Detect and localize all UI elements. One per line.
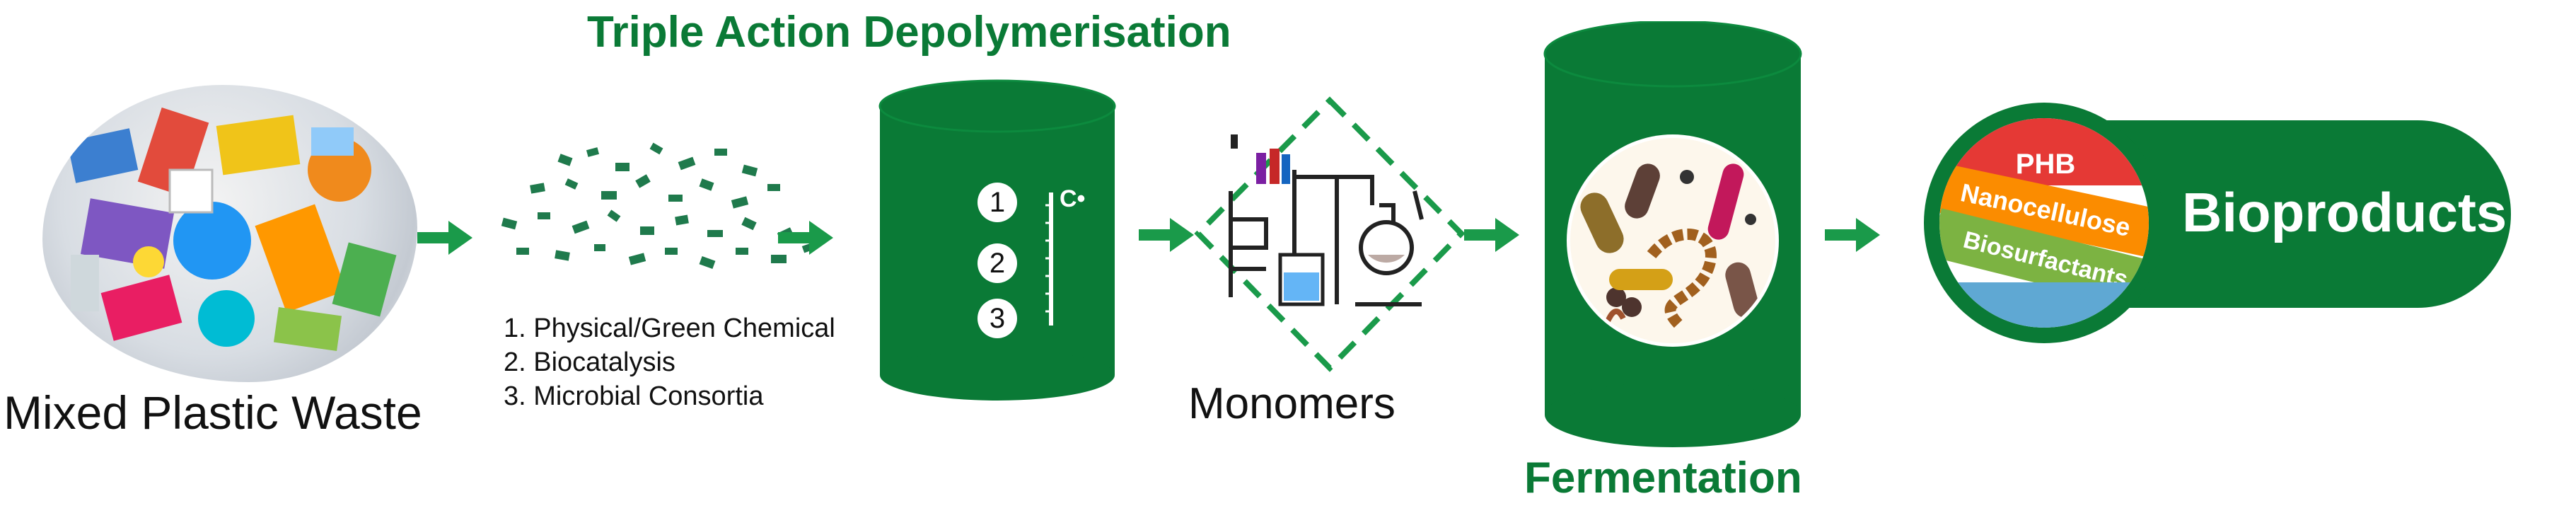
reactor-cylinder bbox=[878, 79, 1116, 401]
layer-base bbox=[1939, 282, 2149, 328]
reactor-number-2: 2 bbox=[989, 248, 1006, 279]
layer-phb-label: PHB bbox=[2015, 149, 2076, 180]
label-monomers: Monomers bbox=[1188, 379, 1396, 428]
label-mixed-plastic-waste: Mixed Plastic Waste bbox=[4, 386, 422, 439]
diagram-title: Triple Action Depolymerisation bbox=[587, 8, 1231, 57]
carbon-marker: C• bbox=[1060, 185, 1086, 212]
label-fermentation: Fermentation bbox=[1524, 454, 1802, 502]
arrow-right-icon bbox=[1139, 218, 1194, 252]
plastic-waste-collage bbox=[66, 107, 397, 352]
bacteria-icon bbox=[1570, 138, 1775, 343]
step-2: 2. Biocatalysis bbox=[504, 347, 675, 377]
arrow-right-icon bbox=[778, 221, 833, 255]
depolymerisation-steps: 1. Physical/Green Chemical 2. Biocatalys… bbox=[504, 311, 835, 413]
lab-equipment-icon bbox=[1194, 96, 1466, 372]
reactor-number-1: 1 bbox=[989, 187, 1006, 218]
arrow-right-icon bbox=[1825, 218, 1880, 252]
step-3: 3. Microbial Consortia bbox=[504, 381, 764, 411]
plastic-waste-image bbox=[42, 85, 417, 382]
step-1: 1. Physical/Green Chemical bbox=[504, 313, 835, 343]
reactor-number-3: 3 bbox=[989, 303, 1006, 334]
arrow-right-icon bbox=[417, 221, 472, 255]
bioproducts-layers: PHB Nanocellulose Biosurfactants bbox=[1939, 118, 2149, 328]
fragments-icon bbox=[501, 142, 816, 270]
label-bioproducts: Bioproducts bbox=[2182, 181, 2507, 243]
arrow-right-icon bbox=[1464, 218, 1519, 252]
